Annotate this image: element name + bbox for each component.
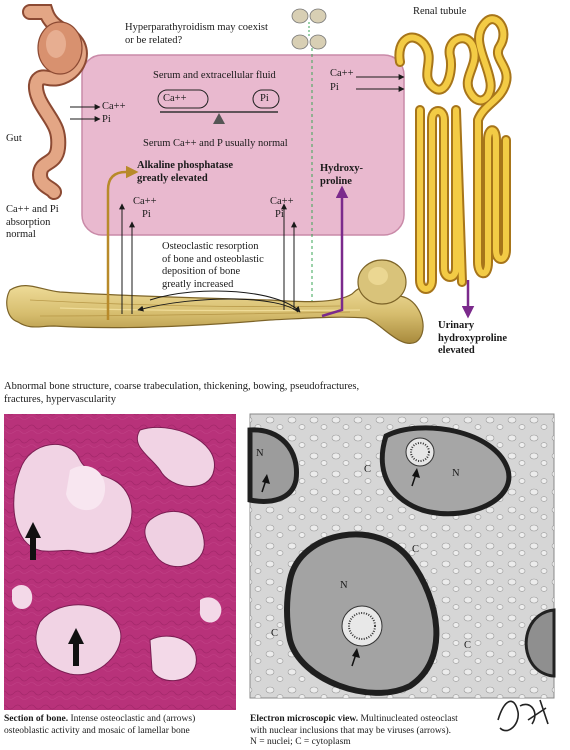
renal-pi-label: Pi bbox=[330, 82, 339, 93]
serum-fluid-label: Serum and extracellular fluid bbox=[153, 70, 276, 81]
resorption-arrow-left bbox=[137, 298, 299, 313]
gut-illustration bbox=[22, 4, 88, 200]
em-label-n1: N bbox=[256, 448, 264, 459]
urinary-hydroxyproline-label: Urinary hydroxyproline elevated bbox=[438, 320, 508, 356]
serum-box bbox=[81, 54, 405, 236]
gut-ca-label: Ca++ bbox=[102, 101, 126, 112]
em-panel bbox=[247, 413, 556, 699]
hyperparathyroidism-note: Hyperparathyroidism may coexist or be re… bbox=[125, 22, 268, 46]
renal-ca-label: Ca++ bbox=[330, 68, 354, 79]
bone-ca-left-label: Ca++ bbox=[133, 196, 157, 207]
em-label-c3: C bbox=[464, 640, 472, 651]
resorption-arrow-right bbox=[149, 290, 301, 313]
resorption-label: Osteoclastic resorption of bone and oste… bbox=[162, 241, 264, 290]
abnormal-bone-label: Abnormal bone structure, coarse trabecul… bbox=[4, 381, 360, 405]
histology-caption: Section of bone. Intense osteoclastic an… bbox=[4, 714, 196, 736]
serum-normal-label: Serum Ca++ and P usually normal bbox=[143, 138, 288, 149]
alkaline-phosphatase-label: Alkaline phosphatase greatly elevated bbox=[137, 160, 233, 184]
hydroxyproline-label: Hydroxy- proline bbox=[320, 163, 363, 187]
renal-tubule-illustration bbox=[394, 14, 512, 294]
hydroxyproline-arrow bbox=[321, 185, 349, 318]
em-label-c2: C bbox=[271, 628, 279, 639]
em-label-c4: C bbox=[364, 464, 372, 475]
bone-pi-right-label: Pi bbox=[275, 209, 284, 220]
bone-ca-right-label: Ca++ bbox=[270, 196, 294, 207]
gut-absorption-label: Ca++ and Pi absorption normal bbox=[6, 204, 59, 240]
gut-label: Gut bbox=[6, 133, 22, 144]
balance-scale bbox=[157, 89, 280, 124]
bone-pi-left-label: Pi bbox=[142, 209, 151, 220]
histology-panel bbox=[4, 414, 236, 710]
em-label-n3: N bbox=[340, 580, 348, 591]
gut-pi-label: Pi bbox=[102, 114, 111, 125]
pi-pill-label: Pi bbox=[260, 93, 269, 104]
renal-tubule-label: Renal tubule bbox=[413, 6, 467, 17]
ca-pill-label: Ca++ bbox=[163, 93, 187, 104]
alk-phos-arrow bbox=[106, 165, 139, 320]
em-caption: Electron microscopic view. Multinucleate… bbox=[250, 714, 458, 747]
em-label-c1: C bbox=[412, 544, 420, 555]
parathyroid-glands bbox=[291, 8, 327, 50]
femur-bone bbox=[6, 259, 424, 345]
em-label-n2: N bbox=[452, 468, 460, 479]
artist-signature bbox=[497, 699, 549, 732]
